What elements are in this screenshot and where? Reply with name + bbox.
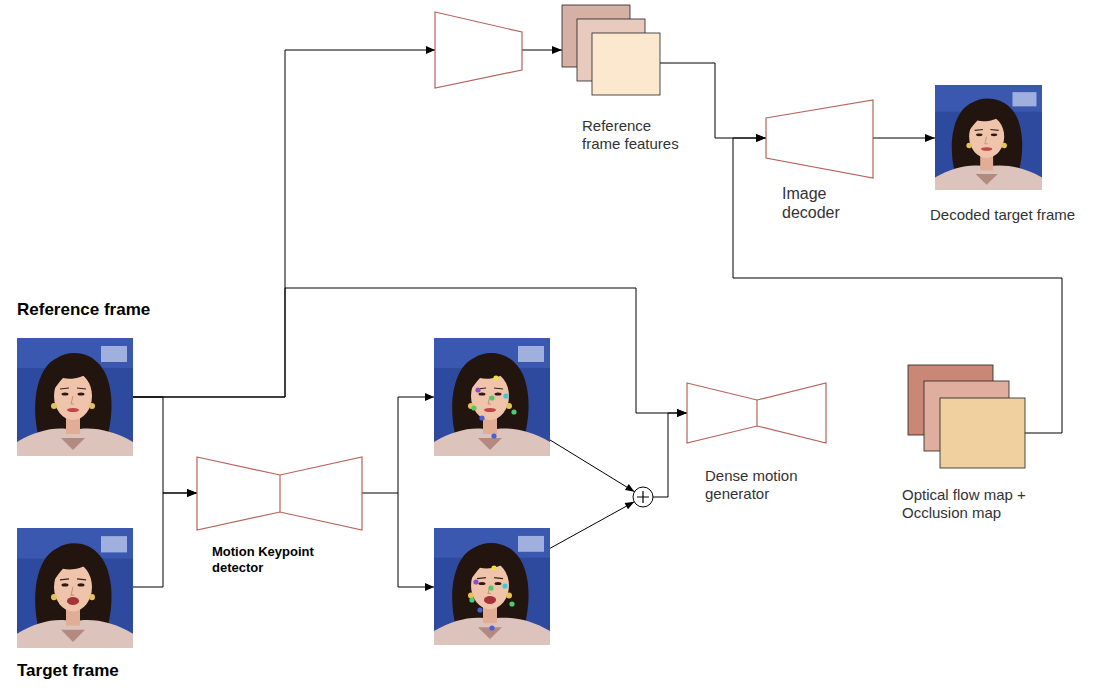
- keypoint-image: [503, 393, 508, 398]
- keypoint-image: [425, 338, 550, 645]
- frame-image: [17, 338, 133, 456]
- keypoint-image: [489, 625, 494, 630]
- keypoint-image: [489, 395, 494, 400]
- node-label: Motion Keypoint detector: [212, 544, 332, 575]
- plus-junction: [625, 502, 635, 509]
- flow-connector: [873, 138, 935, 139]
- plus-junction: [637, 491, 649, 503]
- keypoint-image: [484, 596, 496, 604]
- picture-area: [17, 337, 133, 455]
- frame-image: [935, 85, 1042, 190]
- keypoint-image: [511, 409, 516, 414]
- encoder-trapezoid: [426, 12, 522, 88]
- flow-connector: [133, 288, 687, 413]
- picture-area: [935, 85, 1042, 190]
- plus-junction: [625, 484, 635, 492]
- flow-occlusion-stack: [908, 365, 1025, 468]
- target-frame-node: Target frame: [17, 528, 133, 681]
- frame-image: [67, 597, 79, 605]
- keypoint-image: [479, 415, 484, 420]
- feature-stack: [592, 33, 660, 95]
- flow-connector: [660, 63, 766, 138]
- keypoint-image: [491, 433, 496, 438]
- decoder-trapezoid: [766, 100, 873, 178]
- hourglass-network: [687, 383, 826, 443]
- picture-area: [908, 365, 1025, 468]
- keypoint-detector-node: Motion Keypoint detector: [197, 457, 362, 575]
- decoder-trapezoid: [766, 100, 873, 178]
- node-label: Image decoder: [782, 184, 862, 222]
- keypoint-image: [475, 387, 480, 392]
- hourglass-network: [197, 383, 826, 530]
- node-label: Dense motion generator: [705, 467, 815, 503]
- hourglass-network: [279, 475, 280, 512]
- picture-area: [766, 100, 873, 178]
- frame-image: [17, 85, 1042, 648]
- flow-connector: [133, 397, 197, 493]
- feature-stack-node: Reference frame features: [562, 5, 660, 153]
- picture-area: [687, 383, 826, 443]
- keypoint-image: [471, 405, 476, 410]
- hourglass-network: [197, 457, 362, 530]
- picture-area: [17, 528, 133, 648]
- feature-stack: [562, 5, 660, 95]
- node-label: Reference frame features: [582, 117, 687, 153]
- keypoint-image: [473, 579, 478, 584]
- plus-junction: [633, 487, 653, 507]
- keypoint-image: [425, 583, 434, 591]
- keypoint-image: [434, 528, 550, 645]
- keypoint-image: [488, 585, 493, 590]
- encoder-trapezoid: [426, 46, 435, 54]
- node-label: Decoded target frame: [930, 206, 1042, 224]
- node-label: Reference frame: [17, 300, 133, 320]
- keypoint-image: [477, 607, 482, 612]
- decoder-node: Image decoder: [766, 100, 873, 222]
- hourglass-network: [756, 400, 757, 426]
- keypoint-image: [509, 601, 514, 606]
- keypoint-image: [425, 393, 434, 401]
- decoded-frame-node: Decoded target frame: [935, 85, 1042, 224]
- flow-occlusion-stack: [940, 398, 1025, 468]
- flow-connector: [133, 493, 197, 587]
- frame-image: [17, 528, 133, 648]
- plus-junction: [625, 484, 653, 509]
- flow-occlusion-node: Optical flow map + Occlusion map: [908, 365, 1025, 522]
- encoder-trapezoid: [435, 12, 522, 88]
- keypoint-image: [491, 565, 496, 570]
- motion-generator-node: Dense motion generator: [687, 383, 826, 503]
- picture-area: [197, 457, 362, 530]
- reference-frame-node: Reference frame: [17, 300, 133, 455]
- keypoint-image: [434, 338, 550, 456]
- keypoint-image: [493, 375, 498, 380]
- node-label: Target frame: [17, 661, 133, 681]
- picture-area: [562, 5, 660, 95]
- keypoint-image: [502, 583, 507, 588]
- node-label: Optical flow map + Occlusion map: [902, 486, 1052, 522]
- keypoint-image: [469, 597, 474, 602]
